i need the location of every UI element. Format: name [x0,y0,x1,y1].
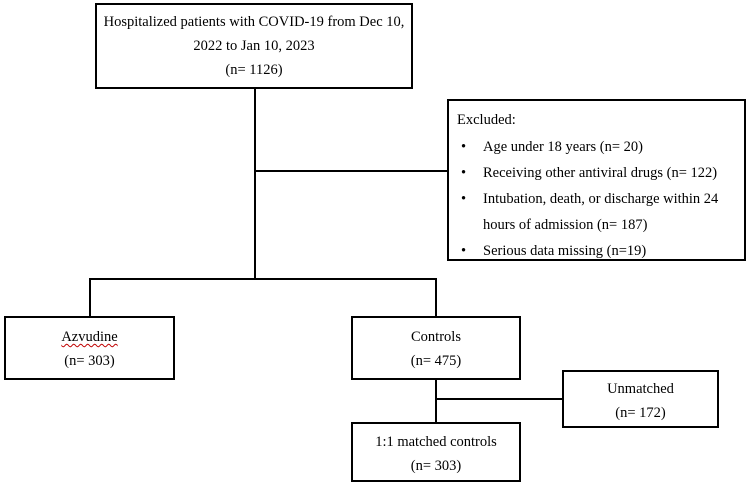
total-patients-line1: Hospitalized patients with COVID-19 from… [103,14,405,30]
matched-controls-box: 1:1 matched controls (n= 303) [351,422,521,482]
azvudine-box: Azvudine (n= 303) [4,316,175,380]
connector-to-controls [435,278,437,316]
excluded-title: Excluded: [457,112,516,128]
unmatched-box: Unmatched (n= 172) [562,370,719,428]
excluded-item-text: Serious data missing (n=19) [483,243,647,259]
connector-split-horizontal [89,278,437,280]
excluded-item: • Age under 18 years (n= 20) [457,134,736,160]
connector-to-azvudine [89,278,91,316]
azvudine-count: (n= 303) [64,353,115,369]
azvudine-label-text: Azvudine [61,329,118,345]
connector-controls-to-matched [435,380,437,422]
excluded-item: • Receiving other antiviral drugs (n= 122… [457,160,736,186]
unmatched-label: Unmatched [607,381,674,397]
unmatched-count: (n= 172) [615,405,666,421]
controls-count: (n= 475) [410,353,462,369]
excluded-item: • Serious data missing (n=19) [457,238,736,264]
excluded-list: • Age under 18 years (n= 20) • Receiving o… [457,134,736,264]
controls-box: Controls (n= 475) [351,316,521,380]
excluded-item-text: Age under 18 years (n= 20) [483,139,643,155]
matched-controls-label: 1:1 matched controls [375,434,497,450]
total-patients-count: (n= 1126) [225,62,283,78]
matched-controls-count: (n= 303) [410,458,462,474]
controls-label: Controls [411,329,461,345]
excluded-item-text: Intubation, death, or discharge within 2… [483,191,719,233]
bullet-icon: • [461,139,467,155]
connector-to-unmatched [435,398,562,400]
bullet-icon: • [461,165,467,181]
excluded-item: • Intubation, death, or discharge within … [457,186,736,238]
connector-top-vertical [254,89,256,279]
total-patients-line2: 2022 to Jan 10, 2023 [193,38,315,54]
excluded-box: Excluded: • Age under 18 years (n= 20) • R… [447,99,746,261]
bullet-icon: • [461,191,467,207]
total-patients-box: Hospitalized patients with COVID-19 from… [95,3,413,89]
excluded-item-text: Receiving other antiviral drugs (n= 122) [483,165,718,181]
bullet-icon: • [461,243,467,259]
connector-to-excluded [254,170,447,172]
azvudine-label: Azvudine [6,325,173,349]
